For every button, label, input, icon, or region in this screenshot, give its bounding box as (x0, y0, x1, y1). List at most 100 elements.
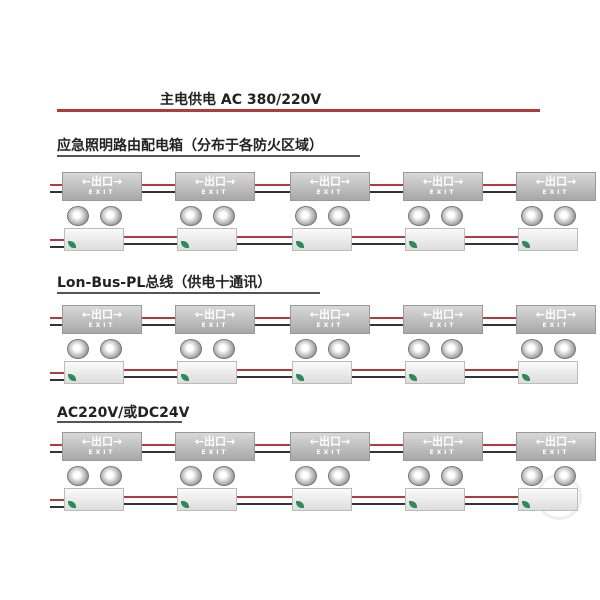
controller-box (518, 488, 578, 511)
leaf-logo-icon (409, 501, 417, 508)
wire (236, 236, 292, 245)
leaf-logo-icon (522, 501, 530, 508)
emergency-lamp-icon (328, 466, 350, 486)
controller-box (64, 488, 124, 511)
section-underline (57, 155, 360, 157)
leaf-logo-icon (181, 501, 189, 508)
exit-sign: ←出口→EXIT (175, 172, 255, 201)
wire (351, 496, 405, 505)
emergency-lamp-icon (328, 339, 350, 359)
leaf-logo-icon (409, 374, 417, 381)
emergency-lamp-icon (213, 339, 235, 359)
controller-box (177, 228, 237, 251)
wire (464, 369, 518, 378)
controller-box (292, 488, 352, 511)
leaf-logo-icon (296, 501, 304, 508)
section-underline (57, 292, 320, 294)
emergency-lamp-icon (521, 206, 543, 226)
exit-sign-en: EXIT (429, 189, 457, 196)
wire (236, 496, 292, 505)
exit-sign-cn: ←出口→ (81, 435, 123, 448)
section-heading: 应急照明路由配电箱（分布于各防火区域） (57, 138, 323, 154)
wire (351, 369, 405, 378)
leaf-logo-icon (181, 241, 189, 248)
emergency-lamp-icon (100, 466, 122, 486)
emergency-lamp-icon (100, 206, 122, 226)
leaf-logo-icon (409, 241, 417, 248)
controller-box (405, 488, 465, 511)
emergency-lamp-icon (180, 339, 202, 359)
emergency-lamp-icon (554, 206, 576, 226)
exit-sign-en: EXIT (316, 449, 344, 456)
exit-sign-en: EXIT (429, 322, 457, 329)
exit-sign: ←出口→EXIT (290, 305, 370, 334)
wire (50, 239, 64, 248)
exit-sign-cn: ←出口→ (309, 308, 351, 321)
exit-sign: ←出口→EXIT (62, 432, 142, 461)
emergency-lamp-icon (408, 339, 430, 359)
exit-sign-cn: ←出口→ (535, 175, 577, 188)
controller-box (518, 228, 578, 251)
leaf-logo-icon (68, 501, 76, 508)
leaf-logo-icon (296, 241, 304, 248)
exit-sign-en: EXIT (88, 449, 116, 456)
exit-sign-cn: ←出口→ (422, 435, 464, 448)
exit-sign: ←出口→EXIT (516, 305, 596, 334)
exit-sign-cn: ←出口→ (422, 175, 464, 188)
emergency-lamp-icon (295, 339, 317, 359)
exit-sign: ←出口→EXIT (290, 432, 370, 461)
emergency-lamp-icon (180, 206, 202, 226)
exit-sign-en: EXIT (88, 322, 116, 329)
emergency-lamp-icon (408, 466, 430, 486)
wire (482, 444, 516, 453)
emergency-lamp-icon (180, 466, 202, 486)
emergency-lamp-icon (295, 206, 317, 226)
emergency-lamp-icon (521, 339, 543, 359)
wire (351, 236, 405, 245)
exit-sign: ←出口→EXIT (62, 172, 142, 201)
wire (254, 317, 290, 326)
emergency-lamp-icon (554, 466, 576, 486)
wire (50, 499, 64, 508)
exit-sign: ←出口→EXIT (175, 305, 255, 334)
wire (123, 496, 177, 505)
exit-sign-cn: ←出口→ (194, 308, 236, 321)
exit-sign-en: EXIT (201, 322, 229, 329)
emergency-lamp-icon (441, 466, 463, 486)
leaf-logo-icon (296, 374, 304, 381)
section-heading: Lon-Bus-PL总线（供电十通讯） (57, 275, 272, 291)
controller-box (292, 361, 352, 384)
leaf-logo-icon (522, 374, 530, 381)
exit-sign-en: EXIT (542, 189, 570, 196)
controller-box (405, 228, 465, 251)
emergency-lamp-icon (213, 466, 235, 486)
exit-sign-cn: ←出口→ (422, 308, 464, 321)
wire (369, 184, 403, 193)
emergency-lamp-icon (441, 206, 463, 226)
main-power-line (57, 109, 540, 112)
exit-sign-en: EXIT (316, 189, 344, 196)
exit-sign-en: EXIT (542, 322, 570, 329)
wire (141, 444, 175, 453)
exit-sign: ←出口→EXIT (62, 305, 142, 334)
emergency-lamp-icon (408, 206, 430, 226)
wire (254, 184, 290, 193)
emergency-lamp-icon (213, 206, 235, 226)
exit-sign-en: EXIT (201, 189, 229, 196)
wire (369, 317, 403, 326)
exit-sign-cn: ←出口→ (194, 175, 236, 188)
exit-sign-cn: ←出口→ (309, 175, 351, 188)
controller-box (177, 361, 237, 384)
exit-sign: ←出口→EXIT (403, 432, 483, 461)
exit-sign-en: EXIT (201, 449, 229, 456)
wire (482, 184, 516, 193)
exit-sign-cn: ←出口→ (535, 435, 577, 448)
section-heading: AC220V/或DC24V (57, 405, 190, 421)
wire (369, 444, 403, 453)
exit-sign-en: EXIT (316, 322, 344, 329)
exit-sign: ←出口→EXIT (403, 172, 483, 201)
emergency-lamp-icon (441, 339, 463, 359)
leaf-logo-icon (522, 241, 530, 248)
exit-sign: ←出口→EXIT (175, 432, 255, 461)
exit-sign-cn: ←出口→ (81, 175, 123, 188)
